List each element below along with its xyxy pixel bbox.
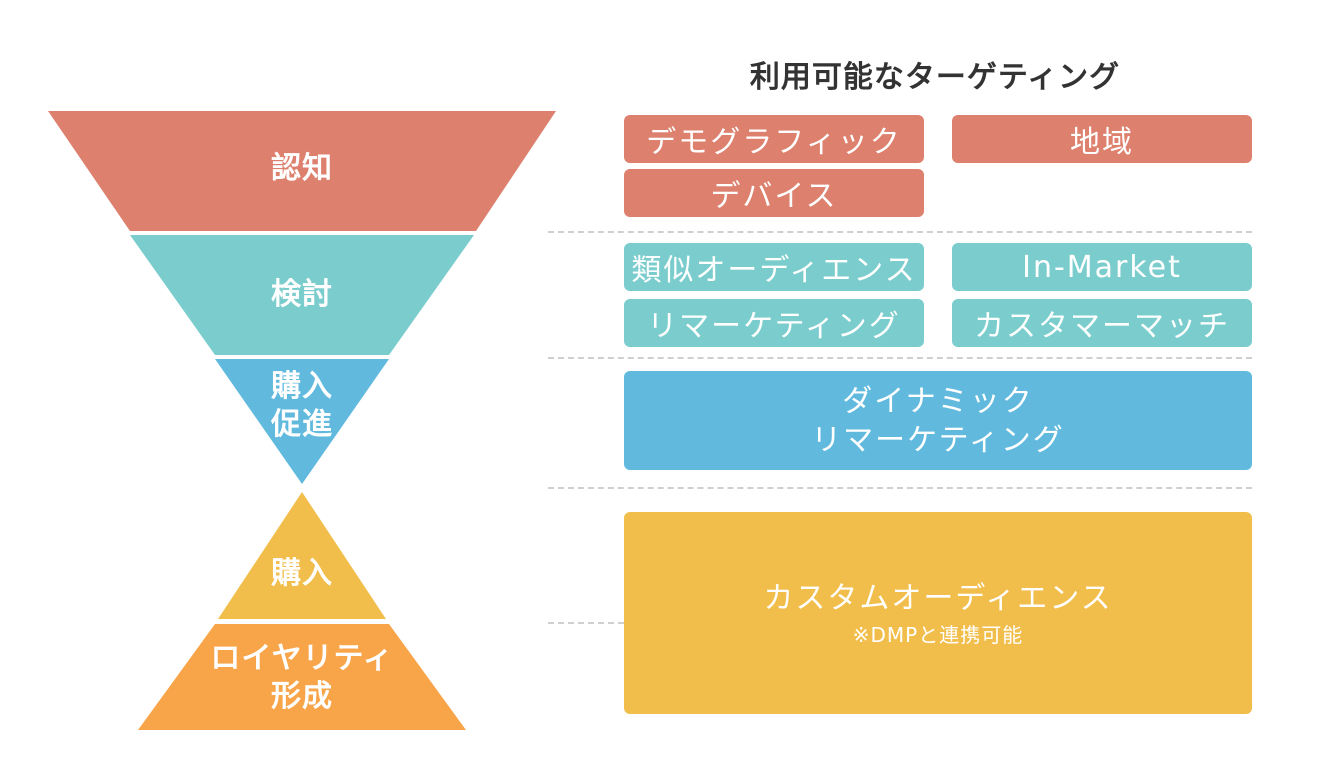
divider-purchase-promotion [548,487,1252,489]
stage-label-purchase: 購入 [271,556,333,591]
custom-audience-note: ※DMPと連携可能 [852,622,1024,647]
tag-in-market: In-Market [952,243,1252,291]
divider-consideration [548,357,1252,359]
funnel-stage-consideration [130,235,474,355]
tag-region: 地域 [952,115,1252,163]
stage-label-purchase-promotion: 購入 促進 [271,369,333,443]
pyramid-stage-purchase [218,492,386,619]
tag-demographic: デモグラフィック [624,115,924,163]
funnel-stage-purchase-promotion [215,359,389,484]
divider-awareness [548,231,1252,233]
stage-label-loyalty: ロイヤリティ 形成 [210,641,394,715]
tag-remarketing: リマーケティング [624,299,924,347]
divider-purchase [548,622,624,624]
tag-custom-audience: カスタムオーディエンス ※DMPと連携可能 [624,512,1252,714]
funnel-stage-awareness [48,111,556,231]
stage-label-consideration: 検討 [271,277,333,312]
pyramid-stage-loyalty [138,624,466,730]
stage-label-awareness: 認知 [271,151,333,186]
tag-device: デバイス [624,169,924,217]
tag-customer-match: カスタマーマッチ [952,299,1252,347]
tag-dynamic-remarketing: ダイナミック リマーケティング [624,371,1252,470]
targeting-heading: 利用可能なターゲティング [749,60,1121,95]
tag-similar-audience: 類似オーディエンス [624,243,924,291]
